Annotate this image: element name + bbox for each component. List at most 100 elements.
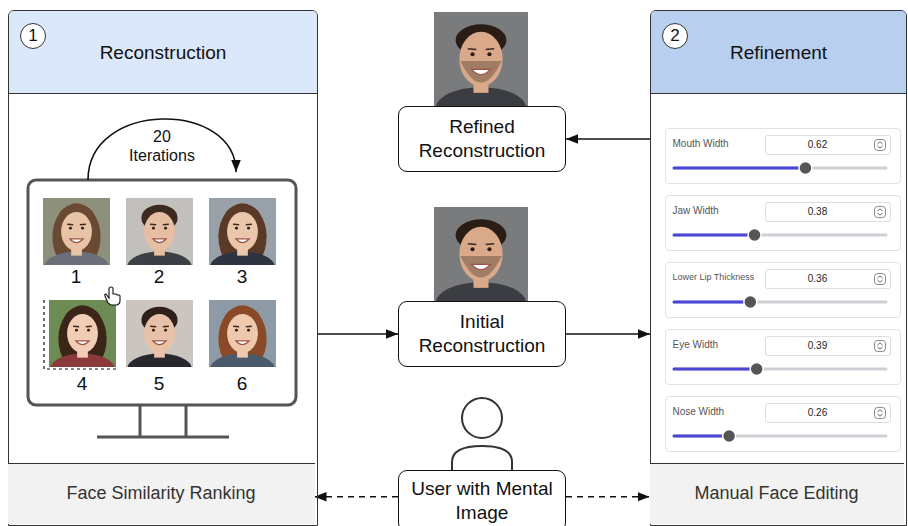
value-text: 0.36 [766, 273, 870, 284]
slider-control: Lower Lip Thickness0.36 [665, 262, 901, 318]
eyebrow [67, 223, 73, 225]
face [144, 212, 175, 251]
spinner-frame [874, 206, 885, 217]
slider-control: Eye Width 0.39 [665, 329, 901, 385]
face-photo [126, 300, 193, 367]
slider-track [666, 226, 900, 244]
slider-label: Eye Width [673, 339, 719, 350]
spinner-frame [874, 139, 885, 150]
track-base [674, 367, 886, 370]
hand-cursor [105, 287, 120, 305]
eye [487, 52, 491, 56]
eyebrow [486, 243, 494, 245]
eyebrow [150, 325, 156, 327]
flow-arrow [566, 496, 650, 498]
value-text: 0.26 [766, 407, 870, 418]
face [144, 314, 175, 353]
smile [70, 239, 83, 243]
eyebrow [486, 48, 494, 50]
slider-knob [748, 228, 761, 241]
eye [247, 329, 250, 332]
eye [247, 227, 250, 230]
eye [164, 329, 167, 332]
eyebrow [80, 223, 86, 225]
track-fill [674, 233, 755, 236]
hand-shape [105, 287, 120, 305]
callout-number: 5 [144, 373, 174, 395]
eye [235, 329, 238, 332]
slider-knob [722, 429, 735, 442]
slider-knob [750, 362, 763, 375]
value-text: 0.62 [766, 139, 870, 150]
value-field: 0.62 [765, 135, 891, 155]
track-fill [674, 367, 757, 370]
eye [69, 227, 72, 230]
callout-number: 6 [227, 373, 257, 395]
monitor-stand [97, 436, 229, 439]
spinner-arrows [877, 342, 882, 348]
face-photo [209, 300, 276, 367]
face [67, 314, 98, 353]
spinner-arrows [877, 141, 882, 147]
spinner-icon [874, 273, 886, 285]
eyebrow [233, 325, 239, 327]
callout-number: 2 [144, 266, 174, 288]
process-box: Refined Reconstruction [398, 106, 566, 172]
smile [236, 341, 249, 345]
face-photo [434, 12, 528, 106]
slider-control: Mouth Width 0.62 [665, 128, 901, 184]
eye [81, 227, 84, 230]
slider-track [666, 427, 900, 445]
eye [87, 329, 90, 332]
spinner-arrows [877, 275, 882, 281]
eye [470, 247, 474, 251]
photo-background [434, 207, 528, 301]
slider-label: Nose Width [673, 406, 725, 417]
value-field: 0.26 [765, 403, 891, 423]
value-field: 0.39 [765, 336, 891, 356]
smile [153, 341, 166, 345]
track-base [674, 300, 886, 303]
spinner-arrows [877, 208, 882, 214]
track-base [674, 166, 886, 169]
process-box: Initial Reconstruction [398, 301, 566, 367]
photo-background [434, 12, 528, 106]
face-photo [49, 300, 116, 367]
callout-number: 1 [61, 266, 91, 288]
eyebrow [246, 325, 252, 327]
value-field: 0.36 [765, 269, 891, 289]
eye [152, 227, 155, 230]
slider-knob [798, 161, 811, 174]
track-base [674, 434, 886, 437]
callout-number: 4 [67, 373, 97, 395]
smile [153, 239, 166, 243]
beard [460, 256, 501, 278]
value-text: 0.38 [766, 206, 870, 217]
callout-number: 3 [227, 266, 257, 288]
panel-title: Refinement [691, 41, 866, 65]
slider-control: Nose Width 0.26 [665, 396, 901, 452]
eye [235, 227, 238, 230]
face-photo [43, 198, 110, 265]
spinner-icon [874, 340, 886, 352]
value-text: 0.39 [766, 340, 870, 351]
flow-arrow [566, 333, 650, 335]
eye [75, 329, 78, 332]
stage-panel: 2RefinementMouth Width0.62Jaw Width0.38L… [650, 10, 907, 526]
track-fill [674, 434, 729, 437]
face [61, 212, 92, 251]
photo-background [126, 300, 193, 367]
person-head [462, 398, 502, 438]
monitor-stand [139, 405, 142, 437]
box-label: Initial Reconstruction [407, 310, 557, 358]
eyebrow [468, 48, 476, 50]
flow-arrow [315, 496, 399, 498]
selection-bracket [44, 300, 116, 369]
slider-label: Mouth Width [673, 138, 729, 149]
smile [76, 341, 89, 345]
process-box: User with Mental Image [398, 470, 566, 526]
face [227, 314, 258, 353]
spinner-frame [874, 340, 885, 351]
track-fill [674, 166, 805, 169]
